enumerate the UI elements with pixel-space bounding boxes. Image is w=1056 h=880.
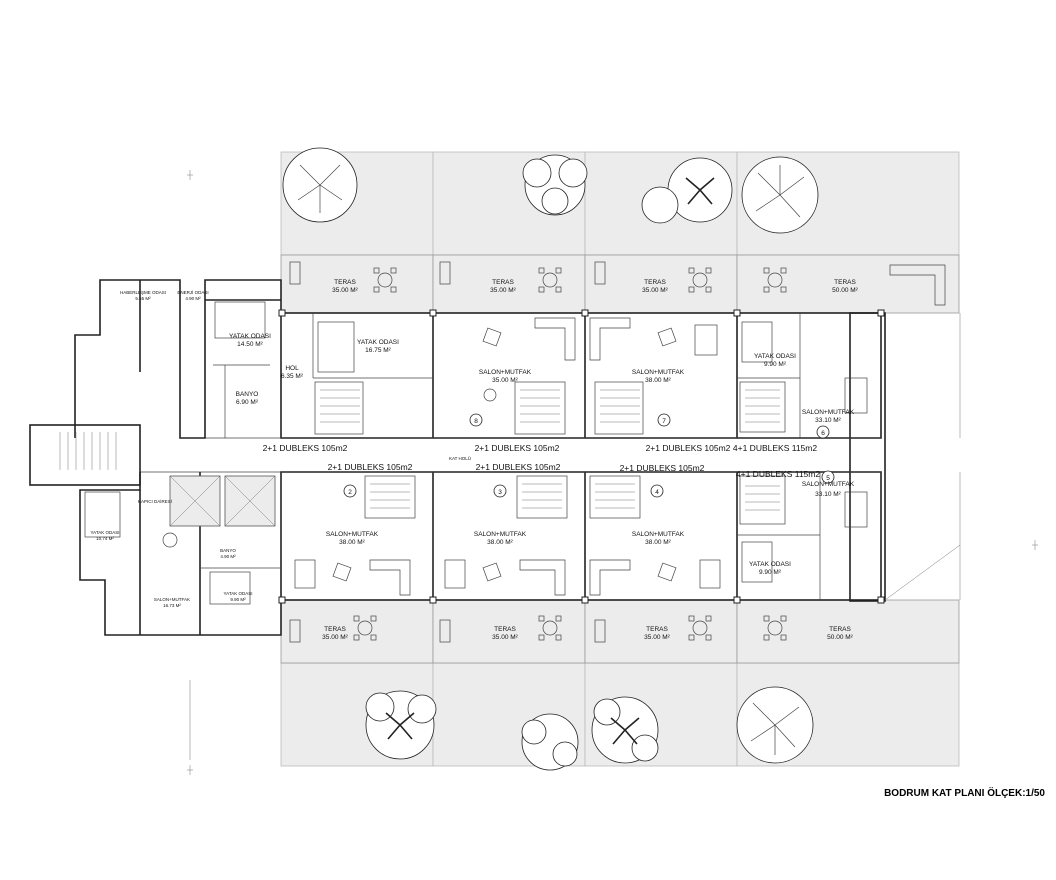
labels-rooms-top: YATAK ODASI 14.50 M² YATAK ODASI 16.75 M… [229,333,855,424]
tree-2 [522,154,588,216]
room-area: 50.00 M² [827,634,853,641]
room-area: 14.50 M² [237,341,263,348]
room-label: ENERJİ ODASI [177,289,208,295]
labels-terraces: TERAS 35.00 M² TERAS 35.00 M² TERAS 35.0… [322,279,858,641]
room-area: 33.10 M² [815,417,841,424]
room-area: 6.35 M² [281,373,304,380]
labels-units: 2+1 DUBLEKS 105m2 2+1 DUBLEKS 105m2 2+1 … [263,443,821,479]
tree-6 [521,713,579,771]
interior-partitions [59,313,821,600]
furniture [84,261,946,643]
unit-label-top: 2+1 DUBLEKS 105m2 [475,443,560,453]
labels-rooms-left: KAPICI DAİRESİ YATAK ODASI 10.74 M² BANY… [90,289,252,608]
tree-7 [591,696,659,764]
room-area: 9.90 M² [230,597,246,602]
corridor-label: KAT HOLÜ [449,455,471,461]
tree-3 [641,157,733,224]
tree-1 [282,147,358,223]
room-label: SALON+MUTFAK [326,531,379,538]
annotation-marks [187,170,1038,775]
unit-number: 4 [655,489,659,496]
room-area: 4.90 M² [185,296,201,301]
room-area: 35.00 M² [322,634,348,641]
unit-number: 6 [821,430,825,437]
room-label: TERAS [324,626,346,633]
terraces-bottom [280,599,960,664]
room-label: SALON+MUTFAK [632,531,685,538]
room-area: 33.10 M² [815,491,841,498]
room-label: SALON+MUTFAK [479,369,532,376]
room-area: 35.00 M² [490,287,516,294]
room-label: TERAS [834,279,856,286]
room-label: TERAS [494,626,516,633]
unit-label-top: 4+1 DUBLEKS 115m2 [733,443,817,453]
room-label: YATAK ODASI [749,561,791,568]
room-area: 38.00 M² [339,539,365,546]
room-area: 35.00 M² [492,377,518,384]
labels-unit-numbers: 2 3 4 5 6 7 8 [348,418,830,496]
room-label: SALON+MUTFAK [632,369,685,376]
room-label: TERAS [644,279,666,286]
terraces-top [280,254,960,314]
room-area: 4.90 M² [220,554,236,559]
unit-number: 5 [826,475,830,482]
trees [282,147,819,771]
room-area: 10.74 M² [96,536,114,541]
room-label: TERAS [829,626,851,633]
room-area: 5.55 M² [135,296,151,301]
room-label: SALON+MUTFAK [474,531,527,538]
unit-label-bottom: 2+1 DUBLEKS 105m2 [328,462,413,472]
gardens-top [280,151,960,256]
room-area: 38.00 M² [487,539,513,546]
room-label: YATAK ODASI [754,353,796,360]
unit-label-top: 2+1 DUBLEKS 105m2 [646,443,731,453]
room-area: 9.90 M² [764,361,787,368]
unit-markers [343,413,835,498]
room-area: 35.00 M² [644,634,670,641]
room-label: YATAK ODASI [90,530,119,535]
unit-label-bottom: 2+1 DUBLEKS 105m2 [476,462,561,472]
room-label: HOL [285,365,299,372]
room-area: 35.00 M² [642,287,668,294]
unit-label-bottom: 2+1 DUBLEKS 105m2 [620,463,705,473]
room-area: 35.00 M² [492,634,518,641]
unit-number: 7 [662,418,666,425]
room-label: HABERLEŞME ODASI [120,290,166,295]
room-area: 16.75 M² [365,347,391,354]
room-label: YATAK ODASI [229,333,271,340]
room-area: 16.73 M² [163,603,181,608]
unit-number: 8 [474,418,478,425]
room-area: 38.00 M² [645,377,671,384]
room-area: 50.00 M² [832,287,858,294]
room-label: TERAS [492,279,514,286]
tree-8 [736,686,814,764]
room-label: SALON+MUTFAK [154,597,190,602]
unit-number: 2 [348,489,352,496]
room-label: YATAK ODASI [357,339,399,346]
building-walls [29,279,886,636]
unit-label-bottom: 4+1 DUBLEKS 115m2 [736,469,820,479]
room-label: SALON+MUTFAK [802,481,855,488]
unit-number: 3 [498,489,502,496]
room-label: BANYO [220,548,236,553]
room-label: TERAS [334,279,356,286]
unit-label-top: 2+1 DUBLEKS 105m2 [263,443,348,453]
columns [278,309,885,604]
drawing-title: BODRUM KAT PLANI ÖLÇEK:1/50 [884,786,1045,799]
room-label: BANYO [236,391,259,398]
room-label: YATAK ODASI [223,591,252,596]
tree-4 [741,156,819,234]
tree-5 [365,690,437,760]
labels-rooms-bottom: SALON+MUTFAK 38.00 M² SALON+MUTFAK 38.00… [326,481,855,576]
room-label: SALON+MUTFAK [802,409,855,416]
room-area: 38.00 M² [645,539,671,546]
room-area: 9.90 M² [759,569,782,576]
room-label: KAPICI DAİRESİ [138,498,172,504]
room-area: 6.90 M² [236,399,259,406]
room-area: 35.00 M² [332,287,358,294]
room-label: TERAS [646,626,668,633]
